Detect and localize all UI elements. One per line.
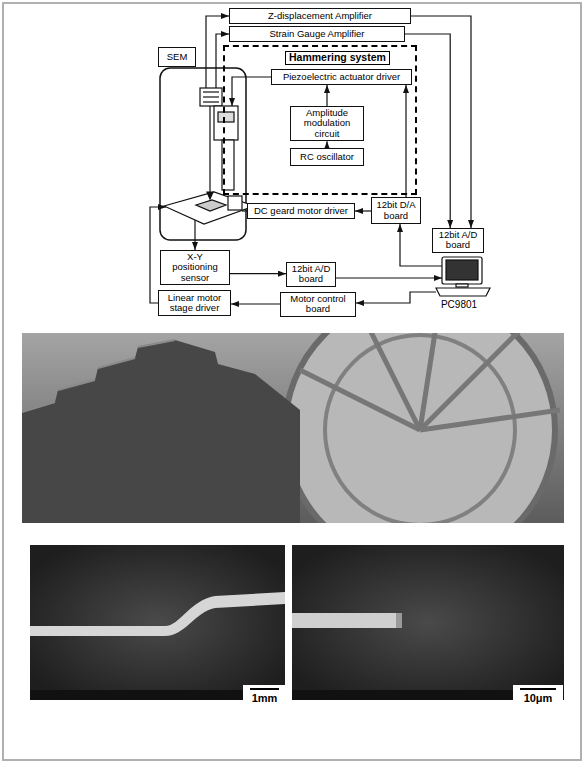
box-label: SEM — [167, 52, 188, 62]
shaft — [222, 140, 234, 190]
block-box: Motor control board — [280, 292, 356, 317]
sem-photo — [292, 545, 564, 706]
sem-photo — [22, 333, 564, 523]
probe-end — [396, 613, 402, 628]
signal-wires — [150, 16, 442, 303]
scale-bar — [250, 688, 279, 690]
actuator-detail — [218, 112, 234, 122]
scale-patch — [243, 685, 286, 706]
scale-label: 10μm — [513, 692, 563, 704]
sem-photo — [30, 545, 286, 706]
gear-motor — [228, 196, 242, 210]
box-label: Piezoelectric actuator driver — [283, 72, 400, 82]
block-box: Amplitude modulation circuit — [290, 106, 364, 141]
box-label: 12bit D/A board — [375, 200, 417, 221]
block-box: 12bit A/D board — [432, 228, 484, 253]
gear-teeth — [22, 340, 300, 523]
xy-stage — [164, 192, 254, 224]
photo-ground — [30, 545, 285, 700]
gear-spokes — [300, 333, 560, 430]
signal-arrow — [326, 141, 327, 148]
block-box: 12bit A/D board — [286, 262, 336, 287]
monitor — [442, 257, 482, 284]
signal-arrow — [405, 85, 406, 197]
photo-ground — [292, 545, 564, 700]
figure-frame — [3, 3, 581, 760]
signal-arrow — [355, 210, 371, 211]
wire — [150, 207, 166, 303]
probe-tip — [207, 192, 213, 199]
wire — [356, 292, 436, 303]
probe — [209, 106, 210, 196]
scale-bar — [520, 688, 556, 690]
probe-beam — [292, 613, 402, 628]
signal-arrow — [231, 303, 280, 304]
scale-label: 1mm — [243, 692, 286, 704]
block-box: Strain Gauge Amplifier — [229, 26, 405, 42]
block-box: Piezoelectric actuator driver — [271, 69, 412, 85]
block-box: Z-displacement Amplifier — [229, 8, 411, 24]
wire — [242, 210, 247, 211]
wire — [400, 224, 442, 266]
group-box: Hammering systemPiezoelectric actuator d… — [223, 45, 417, 195]
box-label: Z-displacement Amplifier — [268, 11, 372, 21]
block-box: RC oscillator — [290, 148, 364, 166]
block-box: 12bit D/A board — [371, 197, 421, 224]
box-label: 12bit A/D board — [436, 230, 480, 251]
signal-arrow — [326, 85, 327, 106]
box-label: Strain Gauge Amplifier — [269, 29, 364, 39]
hatch — [203, 96, 219, 97]
scale-patch — [513, 685, 563, 706]
wire — [216, 34, 229, 88]
box-label: Motor control board — [284, 294, 352, 315]
computer-icon — [436, 257, 490, 296]
wire — [206, 16, 229, 88]
signal-arrow — [230, 273, 286, 274]
piezo-actuator — [214, 106, 238, 140]
keyboard — [436, 288, 490, 296]
hatch — [203, 91, 219, 92]
block-box: SEM — [158, 47, 196, 67]
strain-gauge-block — [200, 88, 222, 106]
screen — [446, 260, 478, 280]
box-label: X-Y positioning sensor — [164, 252, 226, 283]
wire — [232, 77, 271, 106]
computer-label: PC9801 — [433, 299, 485, 310]
signal-arrow — [405, 34, 450, 228]
box-label: DC geard motor driver — [254, 206, 348, 216]
teeth-highlights — [22, 340, 175, 412]
block-box: X-Y positioning sensor — [160, 250, 230, 285]
block-box: Linear motor stage driver — [158, 290, 231, 316]
signal-arrow — [411, 16, 471, 228]
specimen — [196, 200, 226, 211]
cantilever — [30, 592, 285, 636]
machine-illustration — [160, 68, 254, 240]
box-label: RC oscillator — [300, 152, 354, 162]
box-label: Linear motor stage driver — [162, 293, 227, 314]
hatch — [203, 101, 219, 102]
box-label: Amplitude modulation circuit — [294, 108, 360, 139]
monitor-stand — [456, 284, 468, 287]
group-title: Hammering system — [285, 51, 390, 65]
box-label: 12bit A/D board — [290, 264, 332, 285]
wire — [194, 220, 195, 250]
block-box: DC geard motor driver — [247, 203, 355, 219]
wire — [333, 277, 442, 278]
